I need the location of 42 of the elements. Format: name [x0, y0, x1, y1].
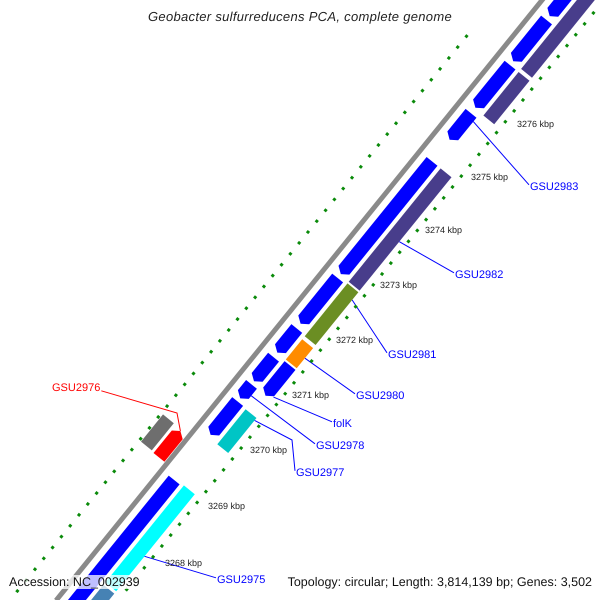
- gene-bar: [286, 339, 314, 368]
- gene-label: GSU2976: [52, 382, 100, 394]
- title: Geobacter sulfurreducens PCA, complete genome: [148, 10, 452, 25]
- leader-line: [398, 241, 454, 274]
- gene-bar: [304, 283, 358, 345]
- scale-label: 3269 kbp: [208, 501, 246, 512]
- gene-feature: [154, 430, 183, 462]
- gene-label: GSU2981: [388, 348, 436, 362]
- gene-feature: [208, 397, 244, 436]
- gene-feature: [275, 324, 302, 354]
- gene-label: GSU2975: [217, 574, 266, 586]
- gene-label: GSU2983: [530, 180, 578, 194]
- leader-line: [472, 121, 530, 186]
- gene-feature: [238, 380, 257, 399]
- gene-feature: [510, 16, 552, 62]
- scale-label: 3270 kbp: [250, 445, 288, 456]
- scale-label: 3276 kbp: [517, 119, 554, 130]
- leader-line: [304, 358, 356, 394]
- gene-bar: [141, 414, 174, 450]
- leader-line: [100, 390, 181, 432]
- scale-label: 3273 kbp: [380, 280, 418, 290]
- gene-label: GSU2982: [455, 268, 504, 282]
- scale-label: 3268 kbp: [165, 558, 202, 568]
- gene-label: GSU2978: [316, 440, 364, 452]
- scale-label: 3274 kbp: [425, 225, 462, 236]
- leader-line: [144, 556, 216, 578]
- leader-line: [250, 395, 316, 444]
- gene-feature: [473, 60, 516, 108]
- leader-line: [254, 420, 296, 472]
- scale-label: 3271 kbp: [292, 390, 330, 400]
- scale-label: 3275 kbp: [471, 172, 508, 182]
- leader-line: [273, 396, 332, 422]
- leader-line: [352, 299, 388, 354]
- gene-label: GSU2977: [296, 466, 344, 480]
- info-text: Accession: NC_002939: [9, 575, 140, 590]
- gene-label: folK: [333, 418, 352, 430]
- gene-feature: [298, 274, 344, 324]
- info-text: Topology: circular; Length: 3,814,139 bp; Genes: 3,502: [288, 575, 592, 590]
- gene-feature: [447, 108, 476, 140]
- gene-feature: [252, 352, 279, 382]
- scale-label: 3272 kbp: [336, 335, 374, 346]
- gene-label: GSU2980: [356, 390, 404, 402]
